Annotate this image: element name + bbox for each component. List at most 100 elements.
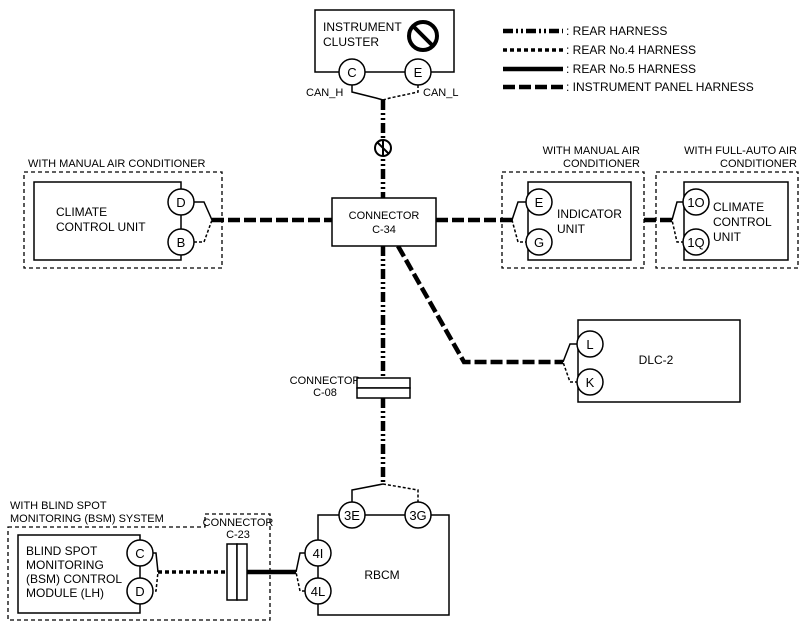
legend: : REAR HARNESS : REAR No.4 HARNESS : REA… <box>503 24 754 94</box>
full-auto-dashed-box <box>655 171 799 269</box>
full-auto-group-label-1: WITH FULL-AUTO AIR <box>684 145 797 157</box>
bsm-group-label-1: WITH BLIND SPOT <box>10 500 107 512</box>
indicator-dashed-box <box>501 171 645 269</box>
bsm-pin-d-label: D <box>135 584 144 599</box>
bsm-module-label-3: (BSM) CONTROL <box>26 572 122 586</box>
full-auto-group-label-2: CONDITIONER <box>720 158 797 170</box>
wire-can-h <box>351 85 384 101</box>
bsm-group: WITH BLIND SPOT MONITORING (BSM) SYSTEM … <box>7 500 271 621</box>
climate-pin-b <box>167 228 195 256</box>
dlc2-pin-k <box>576 368 604 396</box>
connector-c34-label-1: CONNECTOR <box>349 210 420 222</box>
wire-fullauto-pin-1o <box>671 201 684 221</box>
bsm-module-label-2: MONITORING <box>26 558 104 572</box>
bsm-pin-c <box>126 539 154 567</box>
cluster-pin-c <box>338 58 366 86</box>
indicator-unit-label-2: UNIT <box>557 222 586 236</box>
dlc2-label: DLC-2 <box>639 353 674 367</box>
climate-pin-d <box>167 188 195 216</box>
climate-control-unit-label-1: CLIMATE <box>56 205 107 219</box>
wire-indicator-pin-e <box>511 201 528 221</box>
cluster-pin-e <box>404 58 432 86</box>
manual-ac-group: WITH MANUAL AIR CONDITIONER CLIMATE CONT… <box>23 158 223 269</box>
connector-c23-left <box>226 543 238 601</box>
indicator-group-label-2: CONDITIONER <box>563 158 640 170</box>
connector-c34: CONNECTOR C-34 <box>331 197 437 247</box>
indicator-unit-label-1: INDICATOR <box>557 207 622 221</box>
rbcm-pin-3g <box>404 501 432 529</box>
full-auto-unit-label-3: UNIT <box>713 230 742 244</box>
climate-control-unit-label-2: CONTROL UNIT <box>56 220 146 234</box>
full-auto-group: WITH FULL-AUTO AIR CONDITIONER CLIMATE C… <box>655 145 799 269</box>
climate-control-unit-box <box>33 181 182 261</box>
instrument-cluster-label-2: CLUSTER <box>323 35 379 49</box>
connector-c34-label-2: C-34 <box>372 224 396 236</box>
wires <box>150 85 684 592</box>
rbcm-label: RBCM <box>364 568 399 582</box>
no-symbol-icon <box>407 20 439 52</box>
dlc2-box <box>577 319 741 403</box>
full-auto-pin-1o-label: 1O <box>687 195 704 210</box>
connector-c08-top <box>356 377 411 389</box>
wire-c34-dlc2 <box>396 244 563 365</box>
rbcm-pin-4l <box>304 577 332 605</box>
full-auto-unit-label-1: CLIMATE <box>713 200 764 214</box>
manual-ac-dashed-box <box>23 171 223 269</box>
dlc2: DLC-2 L K <box>576 319 741 403</box>
rbcm-pin-4i <box>304 539 332 567</box>
dlc2-pin-k-label: K <box>586 375 595 390</box>
wire-dlc2-pin-k <box>562 361 578 383</box>
cluster-pin-c-label: C <box>347 65 356 80</box>
bsm-module-label-4: MODULE (LH) <box>26 586 104 600</box>
wire-rbcm-pin-4l <box>295 571 305 592</box>
rbcm: RBCM 3E 3G 4I 4L <box>304 501 450 616</box>
rbcm-pin-4i-label: 4I <box>313 546 324 561</box>
cluster-pin-e-label: E <box>414 65 423 80</box>
connector-c23: CONNECTOR C-23 <box>203 517 274 601</box>
rbcm-pin-3e-label: 3E <box>344 508 360 523</box>
full-auto-pin-1q <box>682 228 710 256</box>
indicator-group-label-1: WITH MANUAL AIR <box>543 145 640 157</box>
indicator-pin-g-label: G <box>534 235 544 250</box>
bsm-pin-c-label: C <box>135 546 144 561</box>
bsm-pin-d <box>126 577 154 605</box>
wire-rbcm-pin-4i <box>295 552 305 573</box>
indicator-pin-g <box>525 228 553 256</box>
wire-rbcm-pin-3g <box>382 483 419 505</box>
wire-climate-pin-d <box>194 201 213 221</box>
bsm-module-box <box>17 534 141 614</box>
full-auto-pin-1q-label: 1Q <box>687 235 704 250</box>
rbcm-pin-4l-label: 4L <box>311 584 325 599</box>
rbcm-pin-3e <box>338 501 366 529</box>
climate-pin-d-label: D <box>176 195 185 210</box>
can-l-label: CAN_L <box>423 87 458 99</box>
instrument-cluster: INSTRUMENT CLUSTER C E CAN_H CAN_L <box>306 9 458 99</box>
manual-ac-group-label: WITH MANUAL AIR CONDITIONER <box>28 158 205 170</box>
twisted-pair-icon <box>374 139 392 157</box>
climate-pin-b-label: B <box>177 235 186 250</box>
instrument-cluster-label-1: INSTRUMENT <box>323 20 402 34</box>
indicator-group: WITH MANUAL AIR CONDITIONER INDICATOR UN… <box>501 145 645 269</box>
indicator-pin-e-label: E <box>535 195 544 210</box>
bsm-module-label-1: BLIND SPOT <box>26 544 98 558</box>
legend-ip-harness-label: : INSTRUMENT PANEL HARNESS <box>566 80 754 94</box>
indicator-pin-e <box>525 188 553 216</box>
connector-c08-bottom <box>356 387 411 399</box>
connector-c08-label-2: C-08 <box>313 387 337 399</box>
connector-c34-box <box>331 197 437 247</box>
connector-c08: CONNECTOR C-08 <box>290 375 411 399</box>
connector-c08-label-1: CONNECTOR <box>290 375 361 387</box>
wire-rbcm-pin-3e <box>351 483 384 505</box>
wire-climate-pin-b <box>194 219 213 243</box>
wire-dlc2-pin-l <box>562 343 578 363</box>
legend-rear-harness-label: : REAR HARNESS <box>566 24 667 38</box>
can-h-label: CAN_H <box>306 87 343 99</box>
connector-c23-right <box>236 543 248 601</box>
wire-indicator-pin-g <box>511 219 528 243</box>
dlc2-pin-l-label: L <box>586 337 593 352</box>
legend-rear-no4-label: : REAR No.4 HARNESS <box>566 43 696 57</box>
bsm-dashed-box <box>7 513 271 621</box>
rbcm-box <box>317 514 450 616</box>
connector-c23-label-1: CONNECTOR <box>203 517 274 529</box>
